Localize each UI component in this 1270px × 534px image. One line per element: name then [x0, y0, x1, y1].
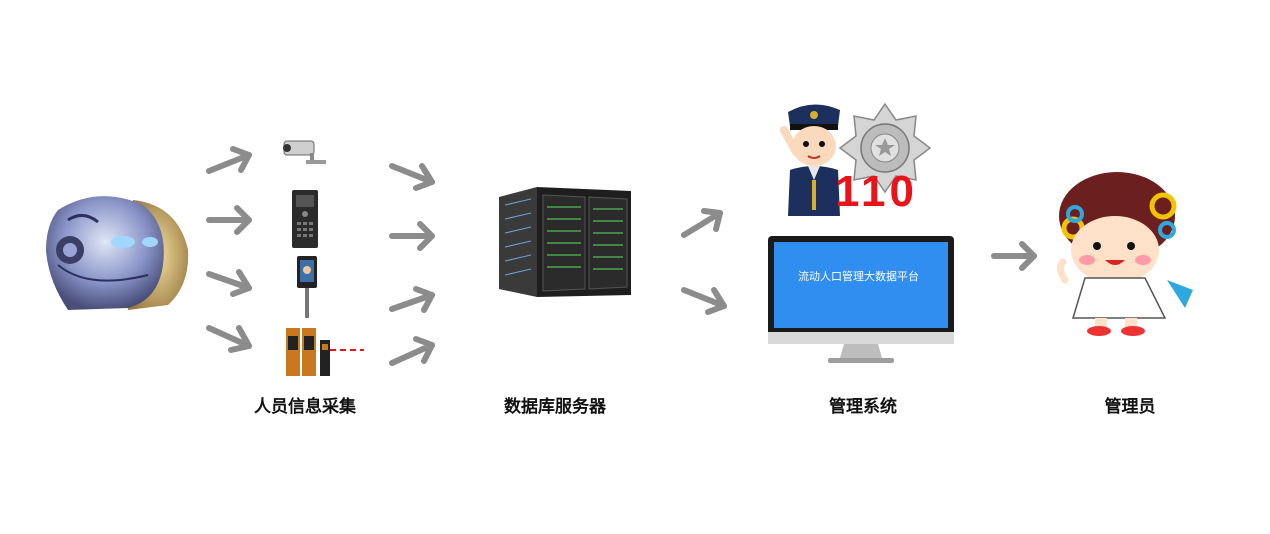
arrow-icon — [388, 218, 438, 253]
admin-cartoon-icon — [1055, 168, 1205, 338]
label-collection: 人员信息采集 — [254, 397, 356, 417]
door-intercom-icon — [292, 190, 318, 248]
label-database: 数据库服务器 — [504, 397, 606, 417]
monitor-screen-text: 流动人口管理大数据平台 — [798, 270, 919, 283]
arrow-icon — [205, 200, 255, 235]
arrow-icon — [388, 335, 438, 370]
barrier-gate-icon — [284, 326, 366, 378]
arrow-icon — [388, 158, 438, 193]
robot-head-icon — [28, 180, 193, 315]
arrow-icon — [388, 283, 438, 318]
arrow-icon — [680, 205, 730, 240]
cctv-camera-icon — [280, 135, 330, 167]
server-rack-icon — [497, 185, 635, 305]
arrow-icon — [205, 320, 255, 355]
police-officer-icon — [778, 100, 848, 218]
face-terminal-icon — [296, 256, 318, 318]
label-admin: 管理员 — [1104, 397, 1156, 417]
arrow-icon — [990, 238, 1040, 273]
police-number: 110 — [835, 167, 918, 216]
police-badge-icon — [838, 100, 933, 195]
label-system: 管理系统 — [829, 397, 897, 417]
arrow-icon — [680, 282, 730, 317]
arrow-icon — [205, 143, 255, 178]
monitor-icon — [768, 236, 954, 364]
arrow-icon — [205, 262, 255, 297]
